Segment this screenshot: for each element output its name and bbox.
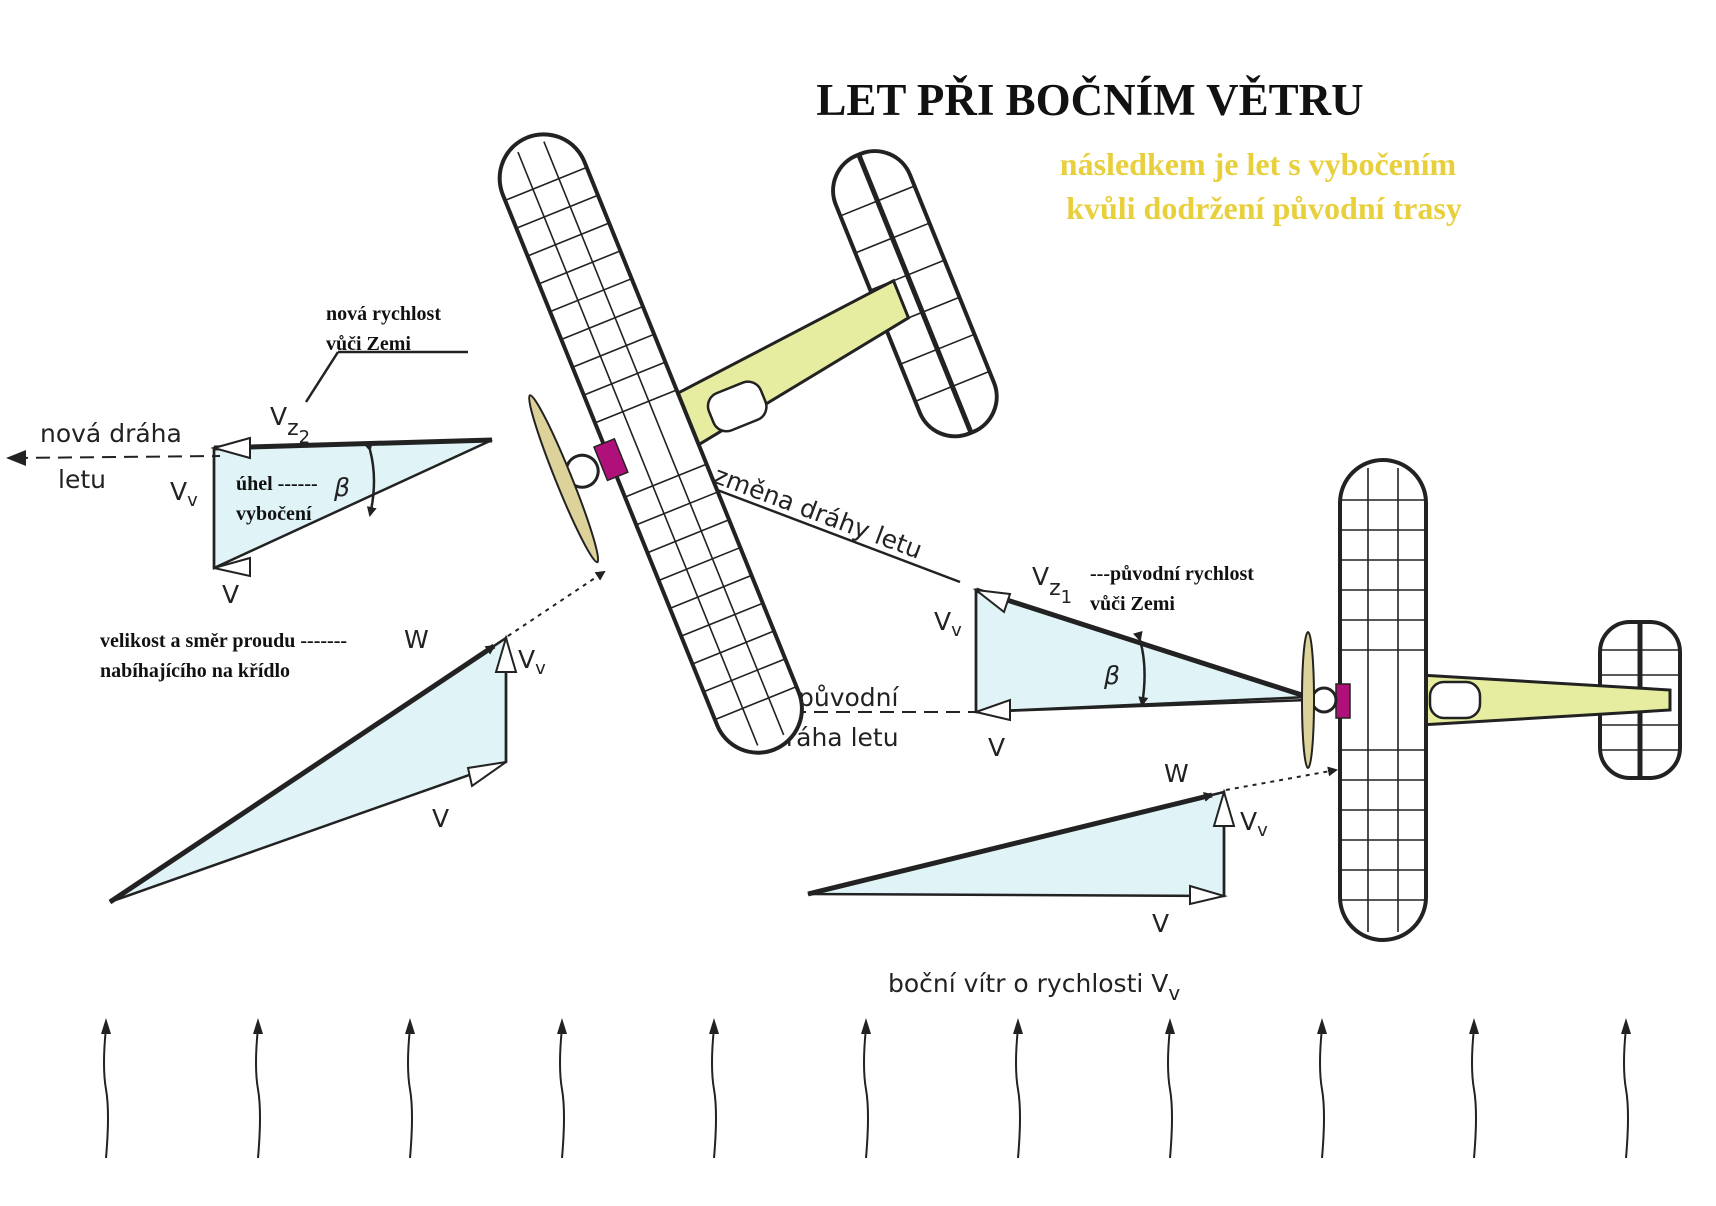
label-vz1: Vz1	[1032, 562, 1072, 608]
wind-arrowhead-icon	[253, 1018, 263, 1034]
wind-arrow-icon	[1015, 1027, 1021, 1159]
aircraft-left-icon	[497, 132, 999, 755]
wind-arrowhead-icon	[1013, 1018, 1023, 1034]
new-velocity-triangle	[210, 436, 493, 578]
wind-arrow-icon	[407, 1027, 413, 1159]
diagram-subtitle-line1: následkem je let s vybočením	[1060, 146, 1457, 182]
label-new-path-2: letu	[58, 465, 106, 494]
wind-arrowhead-icon	[1165, 1018, 1175, 1034]
note-new-speed-2: vůči Zemi	[326, 333, 411, 355]
wind-arrow-icon	[559, 1027, 565, 1159]
pointer-new-speed	[304, 351, 340, 403]
flow-dotted-left	[507, 570, 606, 637]
label-v-right: V	[988, 733, 1005, 762]
note-orig-speed-1: ---původní rychlost	[1090, 563, 1254, 585]
aircraft-right-icon	[1301, 458, 1682, 942]
label-vv-left-w: Vv	[518, 645, 546, 679]
label-orig-path-1: původní	[798, 683, 900, 712]
note-new-speed-1: nová rychlost	[326, 303, 441, 325]
wind-arrowhead-icon	[557, 1018, 567, 1034]
label-vv-left: Vv	[170, 477, 198, 511]
note-angle-1: úhel ------	[236, 473, 318, 495]
label-vv-right: Vv	[934, 607, 962, 641]
label-crosswind: boční vítr o rychlosti Vv	[888, 969, 1180, 1005]
wind-arrow-icon	[863, 1027, 869, 1159]
note-angle-2: vybočení	[236, 503, 312, 525]
wind-arrows	[101, 1018, 1631, 1159]
wind-arrowhead-icon	[1317, 1018, 1327, 1034]
flow-dotted-right	[1225, 766, 1338, 791]
label-v-right-w: V	[1152, 909, 1169, 938]
wind-arrow-icon	[711, 1027, 717, 1159]
note-orig-speed-2: vůči Zemi	[1090, 593, 1175, 615]
label-vv-right-w: Vv	[1240, 807, 1268, 841]
note-flow-1: velikost a směr proudu -------	[100, 630, 347, 652]
wind-arrowhead-icon	[405, 1018, 415, 1034]
new-path-line	[13, 455, 221, 459]
label-beta-left: β	[333, 473, 350, 502]
change-path-line	[702, 480, 961, 584]
diagram-subtitle-line2: kvůli dodržení původní trasy	[1066, 190, 1462, 226]
label-w-left: W	[404, 625, 429, 654]
diagram-title: LET PŘI BOČNÍM VĚTRU	[816, 75, 1363, 125]
wind-triangle-right	[807, 788, 1236, 906]
wind-arrow-icon	[103, 1027, 109, 1159]
label-v-left: V	[222, 580, 239, 609]
note-flow-2: nabíhajícího na křídlo	[100, 660, 290, 682]
label-w-right: W	[1164, 759, 1189, 788]
label-beta-right: β	[1103, 661, 1120, 690]
wind-arrow-icon	[1623, 1027, 1629, 1159]
label-new-path-1: nová dráha	[40, 419, 182, 448]
wind-triangle-left	[108, 634, 518, 905]
original-velocity-triangle	[972, 587, 1309, 722]
new-path-arrowhead	[6, 450, 26, 466]
wind-arrow-icon	[1319, 1027, 1325, 1159]
label-v-left-w: V	[432, 804, 449, 833]
wind-arrowhead-icon	[1469, 1018, 1479, 1034]
wind-arrowhead-icon	[709, 1018, 719, 1034]
label-vz2: Vz2	[270, 402, 310, 448]
wind-arrowhead-icon	[101, 1018, 111, 1034]
wind-arrow-icon	[1471, 1027, 1477, 1159]
wind-arrow-icon	[1167, 1027, 1173, 1159]
wind-arrow-icon	[255, 1027, 261, 1159]
wind-arrowhead-icon	[861, 1018, 871, 1034]
wind-arrowhead-icon	[1621, 1018, 1631, 1034]
